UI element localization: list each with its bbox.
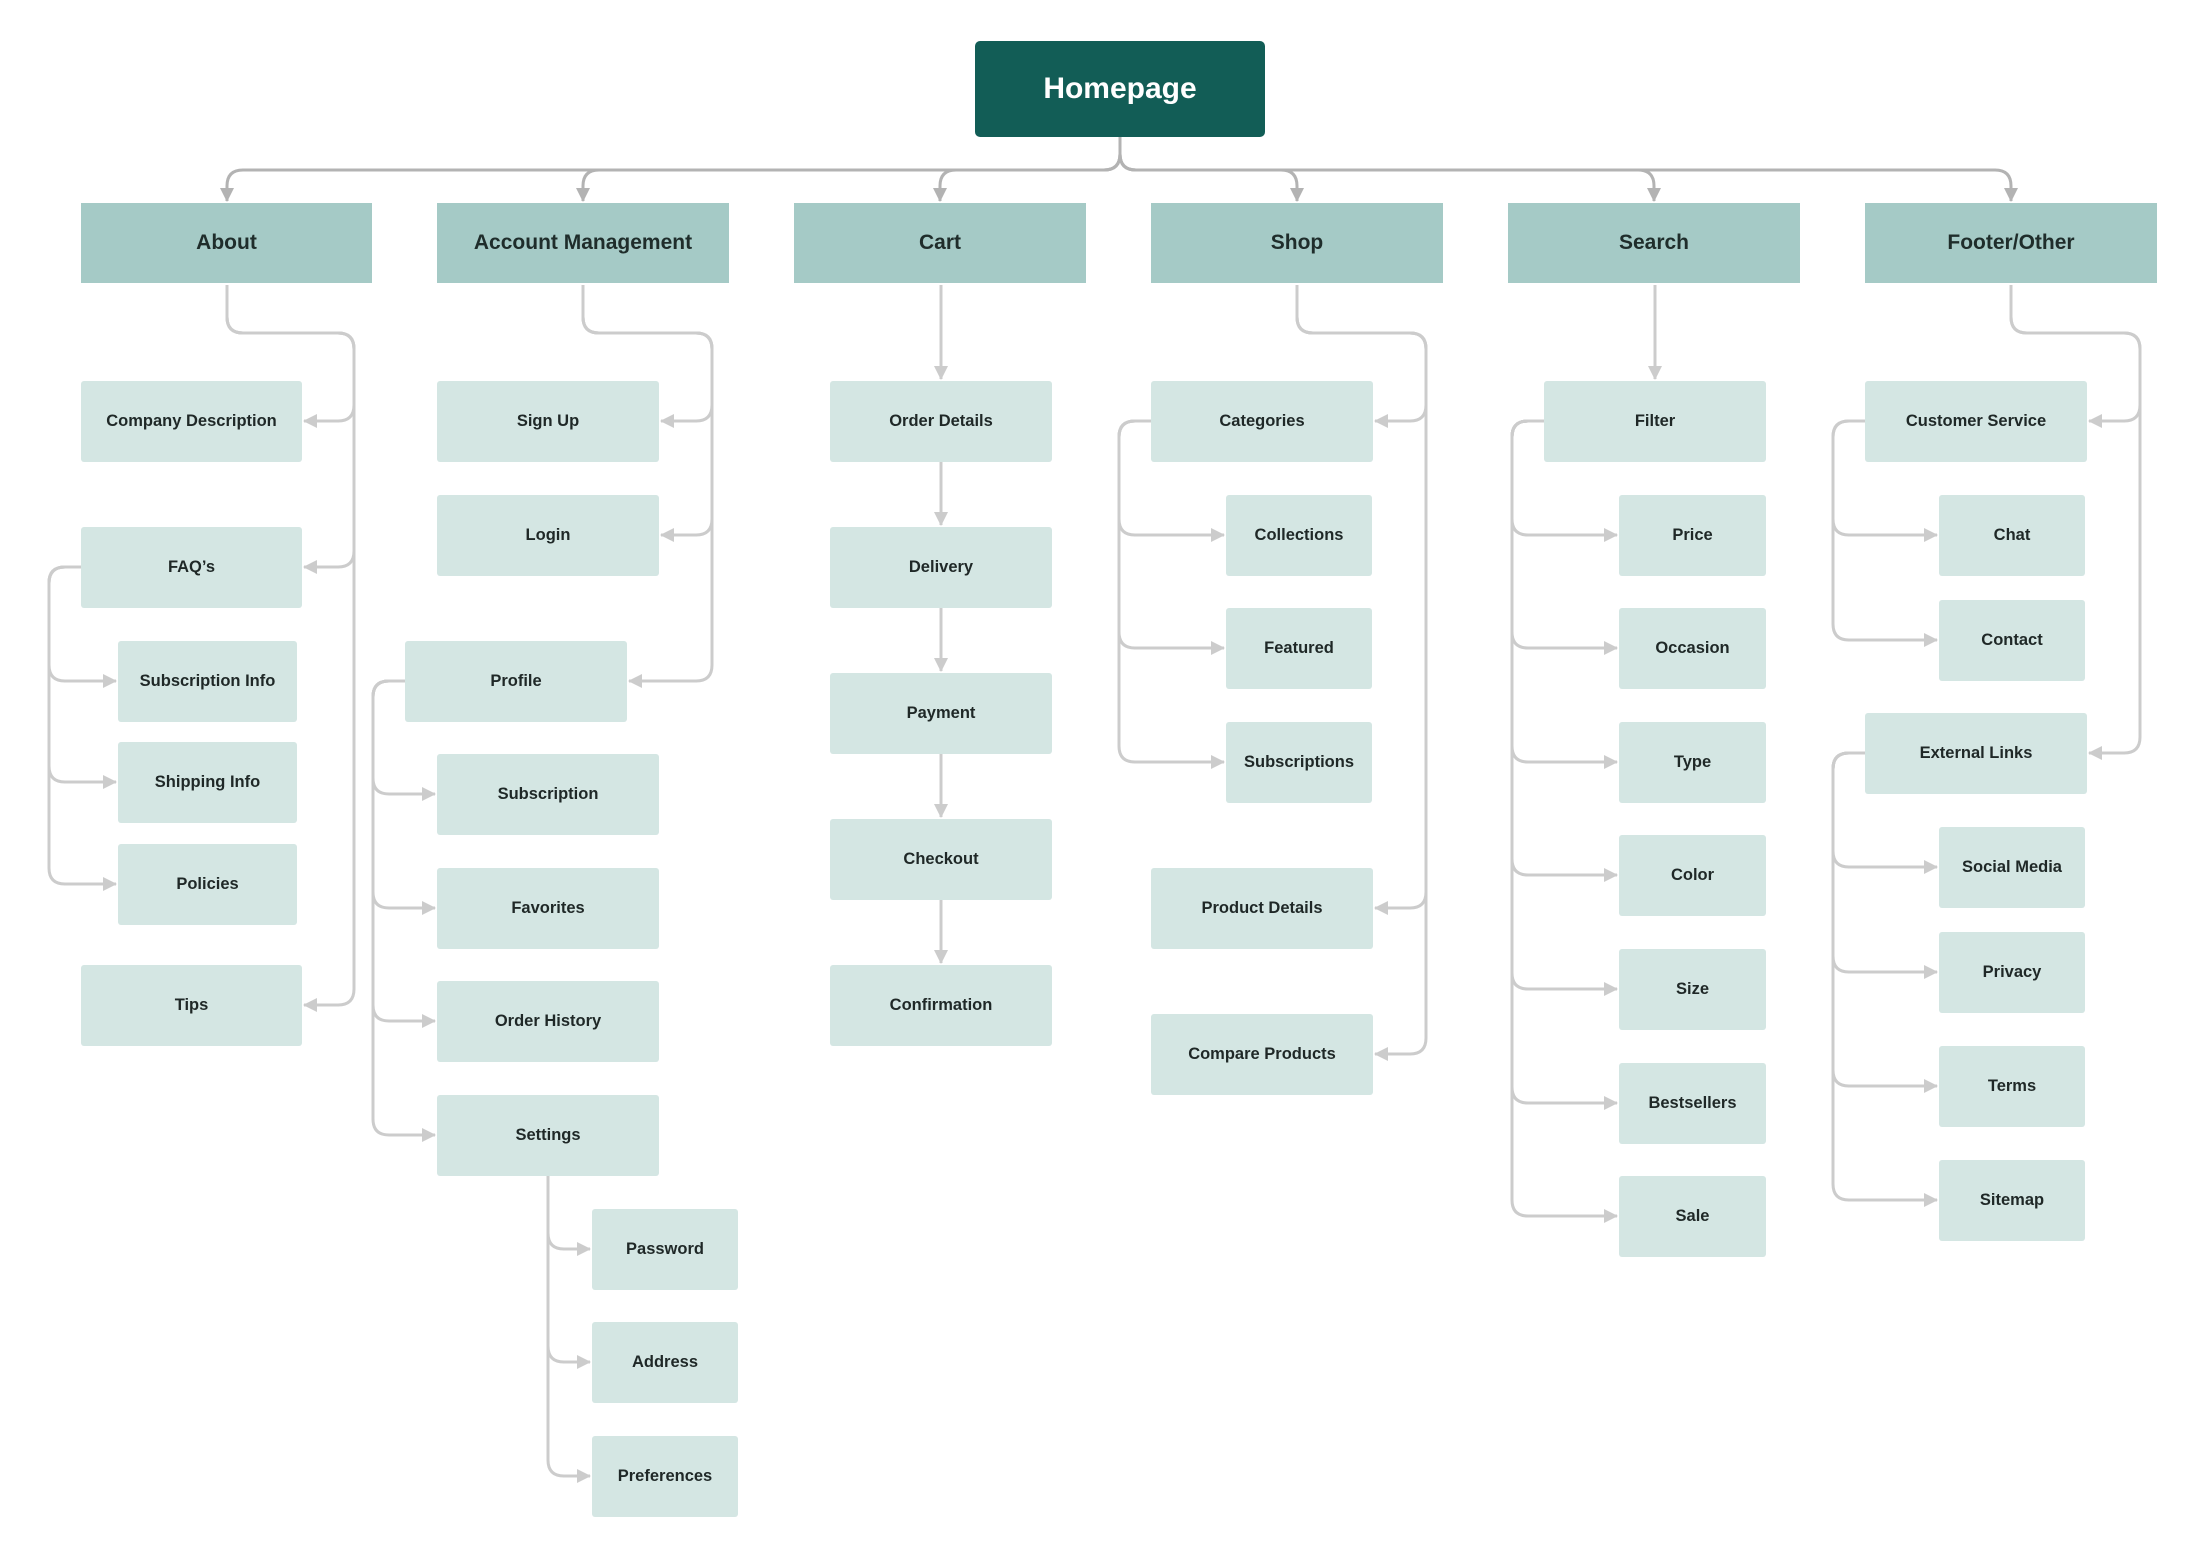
bracket-connector-8 [225,285,356,1012]
node-order-history: Order History [437,981,659,1062]
node-social-media: Social Media [1939,827,2085,908]
node-company-description: Company Description [81,381,302,462]
node-color: Color [1619,835,1766,916]
spine-connector-48 [1831,751,1938,1207]
node-delivery: Delivery [830,527,1052,608]
spine-connector-36 [1510,419,1618,769]
node-contact: Contact [1939,600,2085,681]
section-footer-other: Footer/Other [1865,203,2157,283]
node-subscriptions: Subscriptions [1226,722,1372,803]
root-connector-5 [1118,137,2018,202]
node-occasion: Occasion [1619,608,1766,689]
node-compare-products: Compare Products [1151,1014,1373,1095]
settings-connector-20 [546,1176,591,1369]
node-privacy: Privacy [1939,932,2085,1013]
bracket-connector-29 [1295,285,1428,1061]
node-size: Size [1619,949,1766,1030]
node-payment: Payment [830,673,1052,754]
node-sale: Sale [1619,1176,1766,1257]
section-search: Search [1508,203,1800,283]
section-account-management: Account Management [437,203,729,283]
node-favorites: Favorites [437,868,659,949]
node-filter: Filter [1544,381,1766,462]
spine-connector-38 [1510,419,1618,996]
node-profile: Profile [405,641,627,722]
node-price: Price [1619,495,1766,576]
settings-connector-21 [546,1176,591,1483]
bracket-connector-28 [1295,285,1428,915]
section-shop: Shop [1151,203,1443,283]
node-customer-service: Customer Service [1865,381,2087,462]
spine-connector-44 [1831,419,1938,647]
node-terms: Terms [1939,1046,2085,1127]
node-featured: Featured [1226,608,1372,689]
node-collections: Collections [1226,495,1372,576]
node-chat: Chat [1939,495,2085,576]
node-address: Address [592,1322,738,1403]
node-product-details: Product Details [1151,868,1373,949]
node-settings: Settings [437,1095,659,1176]
node-type: Type [1619,722,1766,803]
section-cart: Cart [794,203,1086,283]
spine-connector-32 [1117,419,1225,769]
node-password: Password [592,1209,738,1290]
node-order-details: Order Details [830,381,1052,462]
node-subscription-info: Subscription Info [118,641,297,722]
spine-connector-11 [47,565,117,891]
node-categories: Categories [1151,381,1373,462]
spine-connector-40 [1510,419,1618,1223]
homepage-node: Homepage [975,41,1265,137]
node-confirmation: Confirmation [830,965,1052,1046]
root-connector-2 [933,137,1122,202]
spine-connector-17 [371,679,436,1028]
node-faqs: FAQ’s [81,527,302,608]
node-policies: Policies [118,844,297,925]
spine-connector-47 [1831,751,1938,1093]
node-preferences: Preferences [592,1436,738,1517]
node-external-links: External Links [1865,713,2087,794]
node-subscription: Subscription [437,754,659,835]
node-sitemap: Sitemap [1939,1160,2085,1241]
node-tips: Tips [81,965,302,1046]
settings-connector-19 [546,1176,591,1256]
node-shipping-info: Shipping Info [118,742,297,823]
section-about: About [81,203,372,283]
node-sign-up: Sign Up [437,381,659,462]
spine-connector-18 [371,679,436,1142]
node-bestsellers: Bestsellers [1619,1063,1766,1144]
bracket-connector-42 [2009,285,2142,760]
bracket-connector-14 [581,285,714,688]
node-login: Login [437,495,659,576]
node-checkout: Checkout [830,819,1052,900]
